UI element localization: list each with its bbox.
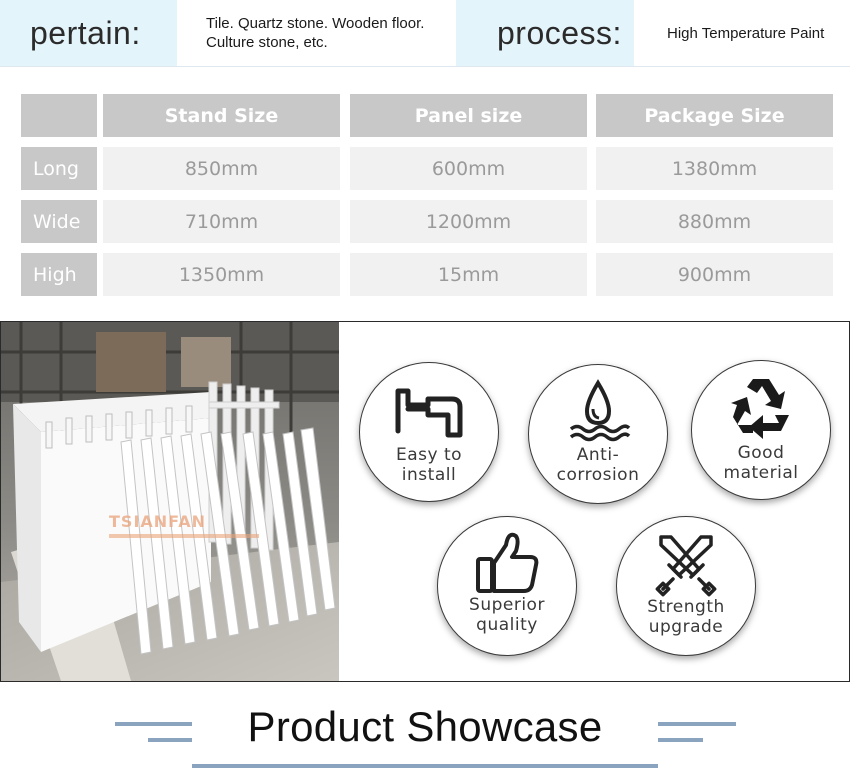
feature-label-line2: corrosion [556,465,640,485]
photo-watermark: TSIANFAN [109,512,206,531]
table-cell: 1200mm [350,200,587,243]
column-header-package-size: Package Size [596,94,833,137]
column-header-panel-size: Panel size [350,94,587,137]
title-decor-bar [658,738,703,742]
feature-label-line1: Easy to [395,445,463,465]
product-photo: TSIANFAN [1,322,339,681]
feature-strength-upgrade: Strength upgrade [616,516,756,656]
feature-label-line1: Strength [647,597,725,617]
process-label-cell: process: [456,0,634,66]
pertain-value: Tile. Quartz stone. Wooden floor. Cultur… [206,15,425,51]
table-corner-cell [21,94,97,137]
process-value-cell: High Temperature Paint [634,0,850,66]
table-cell: 1380mm [596,147,833,190]
section-title: Product Showcase [0,703,850,751]
crossed-swords-icon [655,535,717,597]
row-header-wide: Wide [21,200,97,243]
feature-superior-quality: Superior quality [437,516,577,656]
feature-good-material: Good material [691,360,831,500]
table-cell: 710mm [103,200,340,243]
feature-label-line1: Good [737,443,785,463]
feature-label-line2: material [723,463,799,483]
faucet-icon [395,388,463,438]
product-feature-panel: TSIANFAN Easy to install Anti- corrosion [0,321,850,682]
title-decor-bar [115,722,192,726]
process-value: High Temperature Paint [667,24,825,42]
feature-label-line1: Anti- [576,445,620,465]
feature-label-line2: install [401,465,457,485]
header-strip: pertain: Tile. Quartz stone. Wooden floo… [0,0,850,67]
row-header-long: Long [21,147,97,190]
column-header-stand-size: Stand Size [103,94,340,137]
table-cell: 850mm [103,147,340,190]
process-label: process: [497,14,622,51]
section-title-text: Product Showcase [247,703,603,750]
pertain-label: pertain: [30,14,141,51]
table-cell: 880mm [596,200,833,243]
feature-label-line2: upgrade [648,617,724,637]
row-header-high: High [21,253,97,296]
pertain-value-cell: Tile. Quartz stone. Wooden floor. Cultur… [177,0,456,66]
water-drop-icon [569,379,631,442]
pertain-label-cell: pertain: [0,0,177,66]
table-cell: 1350mm [103,253,340,296]
table-cell: 900mm [596,253,833,296]
feature-anti-corrosion: Anti- corrosion [528,364,668,504]
title-decor-bar [658,722,736,726]
feature-easy-to-install: Easy to install [359,362,499,502]
feature-label-line2: quality [476,615,538,635]
title-underline [192,764,658,768]
thumbs-up-icon [476,532,539,593]
recycle-icon [731,379,789,439]
feature-label-line1: Superior [469,595,545,615]
table-cell: 15mm [350,253,587,296]
title-decor-bar [148,738,192,742]
table-cell: 600mm [350,147,587,190]
